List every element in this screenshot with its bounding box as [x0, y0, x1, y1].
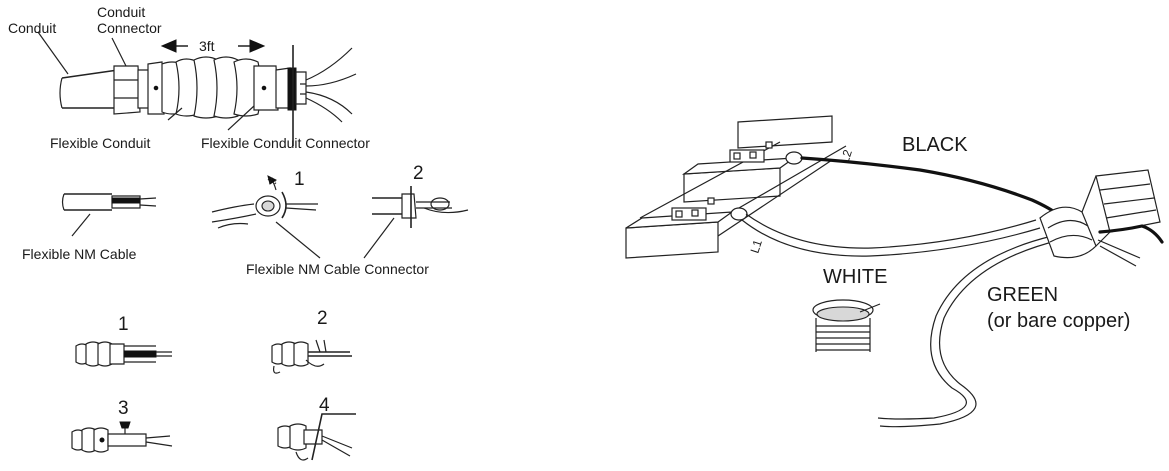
terminal-l1-label: L1: [748, 238, 766, 255]
assembly-step-4-number: 4: [319, 395, 330, 416]
nm-step-2-number: 2: [413, 163, 424, 184]
nm-cable-illustration: [61, 193, 157, 237]
assembly-step-3-number: 3: [118, 398, 129, 419]
flexible-nm-cable-label: Flexible NM Cable: [22, 246, 137, 262]
conduit-illustration: [37, 31, 357, 146]
terminal-block-illustration: [625, 115, 847, 259]
nm-step-1-number: 1: [294, 169, 305, 190]
flexible-nm-cable-connector-label: Flexible NM Cable Connector: [246, 261, 429, 277]
junction-box-illustration: [1039, 169, 1164, 267]
conduit-connector-label-line2: Connector: [97, 20, 162, 36]
length-label: 3ft: [199, 38, 215, 54]
conduit-connector-label-line1: Conduit: [97, 4, 145, 20]
flexible-conduit-label: Flexible Conduit: [50, 135, 150, 151]
assembly-step-3-illustration: [71, 421, 173, 453]
green-wire-label: GREEN: [987, 284, 1058, 306]
green-wire-inner: [877, 235, 1053, 420]
white-wire-outer: [741, 219, 1041, 257]
terminal-l1: [730, 207, 748, 221]
rotation-mark: 7↓: [268, 176, 278, 186]
nm-connector-leader-2: [363, 217, 395, 259]
black-wire-label: BLACK: [902, 134, 968, 156]
assembly-step-4-illustration: [277, 413, 356, 461]
flexible-conduit-connector-label: Flexible Conduit Connector: [201, 135, 370, 151]
assembly-step-1-illustration: [75, 341, 172, 367]
assembly-step-2-illustration: [271, 339, 352, 374]
terminal-l2: [785, 151, 803, 165]
conduit-label: Conduit: [8, 20, 56, 36]
black-wire: [800, 156, 1062, 218]
ground-clamp-illustration: [812, 299, 881, 352]
nm-connector-step-1-illustration: 7↓: [211, 175, 318, 229]
assembly-step-1-number: 1: [118, 314, 129, 335]
assembly-step-2-number: 2: [317, 308, 328, 329]
nm-connector-step-2-illustration: [372, 186, 469, 228]
bare-copper-label: (or bare copper): [987, 310, 1130, 332]
nm-connector-leader-1: [275, 221, 321, 259]
green-wire-outer: [879, 239, 1061, 428]
white-wire-label: WHITE: [823, 266, 887, 288]
white-wire-inner: [745, 213, 1037, 249]
